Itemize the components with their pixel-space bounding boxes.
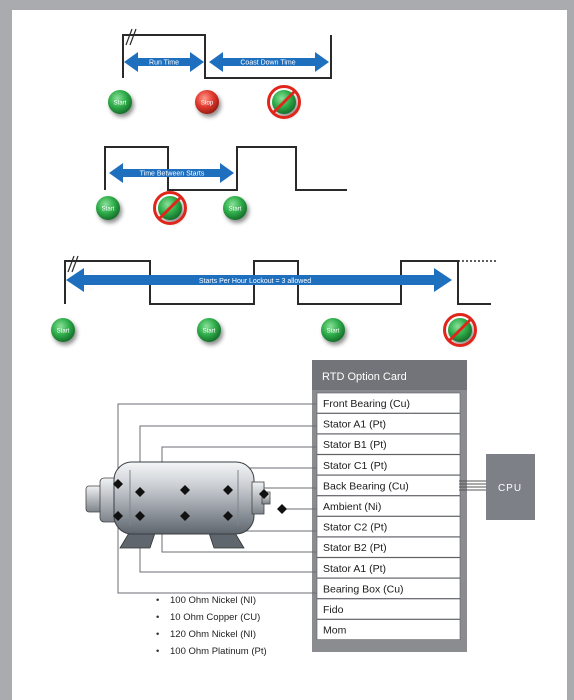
sensor-point [223,511,233,521]
rtd-row: Stator B1 (Pt) [316,433,461,455]
start-blocked-icon [443,313,477,347]
rtd-option-card: RTD Option Card Front Bearing (Cu) Stator… [312,360,467,652]
sensor-point [223,485,233,495]
rtd-row-label: Fido [323,604,344,616]
svg-text:Start: Start [102,207,115,213]
rtd-row-label: Mom [323,625,347,637]
sensor-point [135,487,145,497]
start-button: Start [51,318,75,342]
sensor-point [277,504,287,514]
start-button: Start [321,318,345,342]
page-background [12,10,567,700]
coast-down-arrow: Coast Down Time [209,52,329,72]
rtd-row: Front Bearing (Cu) [316,392,461,414]
sensor-point [113,479,123,489]
rtd-row: Back Bearing (Cu) [316,475,461,496]
svg-text:Start: Start [327,329,340,335]
run-time-arrow: Run Time [124,52,204,72]
rtd-row: Mom [316,619,461,640]
timing-row-2: Time Between Starts Start Start [96,146,347,225]
rtd-row-label: Stator C1 (Pt) [323,460,387,472]
rtd-row: Fido [316,598,461,620]
stop-button: Stop [195,90,219,114]
rtd-row: Stator B2 (Pt) [316,536,461,558]
timing-waveform-2 [104,146,347,191]
rtd-row: Stator A1 (Pt) [316,557,461,579]
start-blocked-icon [267,85,301,119]
rtd-row: Bearing Box (Cu) [316,578,461,599]
starts-per-hour-arrow: Starts Per Hour Lockout = 3 allowed [66,268,452,292]
legend-item: 120 Ohm Nickel (NI) [156,626,267,643]
start-button: Start [96,196,120,220]
rtd-row: Stator A1 (Pt) [316,413,461,434]
timing-row-1: Run Time Coast Down Time Start Stop [108,28,332,119]
time-between-starts-arrow: Time Between Starts [109,163,234,183]
sensor-point [180,511,190,521]
rtd-row-label: Stator B2 (Pt) [323,542,387,554]
cpu-block: CPU [459,454,535,520]
cpu-label: CPU [498,483,522,494]
start-button: Start [223,196,247,220]
legend-item: 100 Ohm Nickel (NI) [156,592,267,609]
timing-waveform-3-dashed [452,260,491,305]
start-button: Start [197,318,221,342]
coast-down-label: Coast Down Time [240,60,295,67]
rtd-row-label: Stator C2 (Pt) [323,522,387,534]
rtd-row-label: Ambient (Ni) [323,501,381,513]
rtd-row-list: Front Bearing (Cu) Stator A1 (Pt) Stator B… [316,392,461,640]
svg-text:Start: Start [229,207,242,213]
legend-item: 100 Ohm Platinum (Pt) [156,643,267,660]
rtd-row: Ambient (Ni) [316,495,461,517]
motor-illustration [85,461,271,549]
timing-waveform-1 [122,34,332,79]
sensor-point [135,511,145,521]
svg-text:Start: Start [57,329,70,335]
timing-waveform-3 [64,260,452,305]
starts-per-hour-label: Starts Per Hour Lockout = 3 allowed [199,278,311,285]
time-between-starts-label: Time Between Starts [140,171,205,178]
break-mark-icon [67,255,79,273]
svg-text:Start: Start [203,329,216,335]
rtd-row-label: Stator A1 (Pt) [323,419,386,431]
svg-text:Stop: Stop [201,101,214,107]
legend-item: 10 Ohm Copper (CU) [156,609,267,626]
rtd-row: Stator C2 (Pt) [316,516,461,537]
rtd-row-label: Bearing Box (Cu) [323,583,404,595]
rtd-row-label: Back Bearing (Cu) [323,480,409,492]
sensor-point [259,489,269,499]
rtd-card-title: RTD Option Card [322,371,407,383]
sensor-points [113,479,287,521]
run-time-label: Run Time [149,60,179,67]
rtd-row: Stator C1 (Pt) [316,454,461,476]
svg-text:Start: Start [114,101,127,107]
break-mark-icon [125,28,137,46]
rtd-type-legend: 100 Ohm Nickel (NI) 10 Ohm Copper (CU) 1… [156,592,267,660]
rtd-row-label: Stator B1 (Pt) [323,439,387,451]
sensor-point [180,485,190,495]
timing-row-3: Starts Per Hour Lockout = 3 allowed Star… [51,255,496,347]
start-button: Start [108,90,132,114]
start-blocked-icon [153,191,187,225]
sensor-point [113,511,123,521]
rtd-row-label: Stator A1 (Pt) [323,563,386,575]
rtd-row-label: Front Bearing (Cu) [323,398,410,410]
